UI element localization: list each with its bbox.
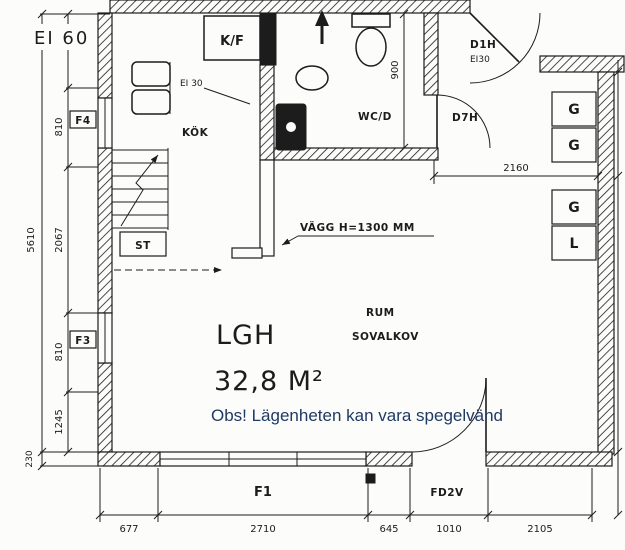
door-d1h-swing: [469, 12, 541, 84]
wall-bathroom-bottom: [273, 147, 439, 161]
dim-left-offset: 230: [25, 450, 35, 467]
kitchen-sink-basin-2: [131, 89, 171, 115]
dim-bottom-5: 2105: [527, 524, 552, 535]
door-d1h-leaf: [469, 12, 520, 63]
wall-right: [597, 71, 615, 455]
window-f4-tag: [69, 110, 97, 129]
fire-rating-wall-label: EI 60: [34, 28, 89, 49]
labels: EI 60 EI 30 KÖK WC/D VÄGG H=1300 MM LGH …: [30, 24, 503, 500]
wall-left-lower: [97, 362, 113, 453]
door-d7h-swing: [436, 94, 491, 149]
threshold-marker: [365, 473, 376, 484]
dim-wc-depth: 900: [390, 60, 401, 79]
wall-bathroom-right: [423, 12, 439, 96]
low-wall-h1300: [259, 159, 275, 257]
bathroom-cabinet-detail: [286, 122, 296, 132]
kitchen-label: KÖK: [182, 125, 209, 139]
toilet-tank: [351, 13, 391, 28]
wardrobe-box: [551, 225, 597, 261]
bathroom-label: WC/D: [358, 111, 392, 123]
mirror-note: Obs! Lägenheten kan vara spegelvänd: [211, 406, 503, 425]
washbasin: [295, 65, 329, 91]
wardrobe-box: [551, 91, 597, 127]
wardrobe-label: G: [568, 102, 580, 118]
dim-left-seg4: 1245: [54, 409, 65, 434]
fire-rating-leader: [203, 87, 251, 105]
low-wall-return: [231, 247, 263, 259]
door-d7h-label: D7H: [452, 112, 478, 124]
walls: [97, 0, 625, 467]
wardrobe-label: G: [568, 138, 580, 154]
low-wall-note-leader: [281, 235, 299, 246]
room-label: RUM: [366, 307, 395, 319]
wall-bottom-middle: [365, 451, 413, 467]
dim-left-seg1: 810: [54, 117, 65, 136]
stair-direction-arrow: [120, 154, 159, 227]
dim-bottom-1: 677: [119, 524, 138, 535]
kitchen-sink-basin-1: [131, 61, 171, 87]
door-d1h-label: D1H: [470, 39, 496, 51]
wall-bottom-left: [97, 451, 161, 467]
wall-left-middle: [97, 147, 113, 314]
fire-rating-backplate: [30, 24, 94, 50]
alcove-label: SOVALKOV: [352, 331, 419, 343]
apartment-area: 32,8 M²: [214, 366, 324, 397]
apartment-label: LGH: [216, 320, 275, 351]
cleaning-closet-label: ST: [135, 240, 151, 252]
wall-bottom-right: [485, 451, 613, 467]
fridge-freezer: [203, 15, 261, 61]
windows: F4 F3: [69, 97, 367, 467]
wall-kitchen-bathroom: [259, 64, 275, 161]
dim-left-seg3: 810: [54, 342, 65, 361]
fixtures: K/F: [131, 10, 391, 484]
fire-rating-inner-label: EI 30: [180, 79, 203, 89]
wardrobes: G G G L: [551, 91, 597, 261]
dim-hall-width: 2160: [503, 163, 528, 174]
wardrobe-box: [551, 189, 597, 225]
window-f3-tag: [69, 330, 97, 349]
fridge-freezer-label: K/F: [220, 34, 244, 49]
low-wall-note: VÄGG H=1300 MM: [300, 220, 415, 234]
wardrobe-box: [551, 127, 597, 163]
wall-top: [109, 0, 471, 14]
window-f4-label: F4: [75, 115, 90, 127]
wall-top-right: [539, 55, 625, 73]
window-f1-label: F1: [254, 485, 272, 500]
wardrobe-label: L: [570, 236, 579, 252]
dim-left-seg2: 2067: [54, 227, 65, 252]
window-f3-label: F3: [75, 335, 90, 347]
dim-bottom-4: 1010: [436, 524, 461, 535]
door-fd2v-label: FD2V: [430, 487, 464, 499]
dimension-lines: 5610 230 810 2067 810 1245 900 2160: [25, 9, 623, 535]
stairs: ST: [112, 148, 222, 273]
dim-bottom-2: 2710: [250, 524, 275, 535]
door-fd2v-swing: [411, 377, 487, 453]
toilet-bowl: [355, 27, 387, 67]
wardrobe-label: G: [568, 200, 580, 216]
vent-arrow-icon: [315, 10, 329, 26]
door-d1h-rating: EI30: [470, 55, 490, 65]
doors: D1H EI30 D7H FD2V: [411, 12, 541, 499]
dim-left-total: 5610: [26, 227, 37, 252]
dim-bottom-3: 645: [379, 524, 398, 535]
wall-fire-rated-solid: [259, 12, 277, 66]
wall-left-upper: [97, 12, 113, 99]
cleaning-closet: [119, 231, 167, 257]
